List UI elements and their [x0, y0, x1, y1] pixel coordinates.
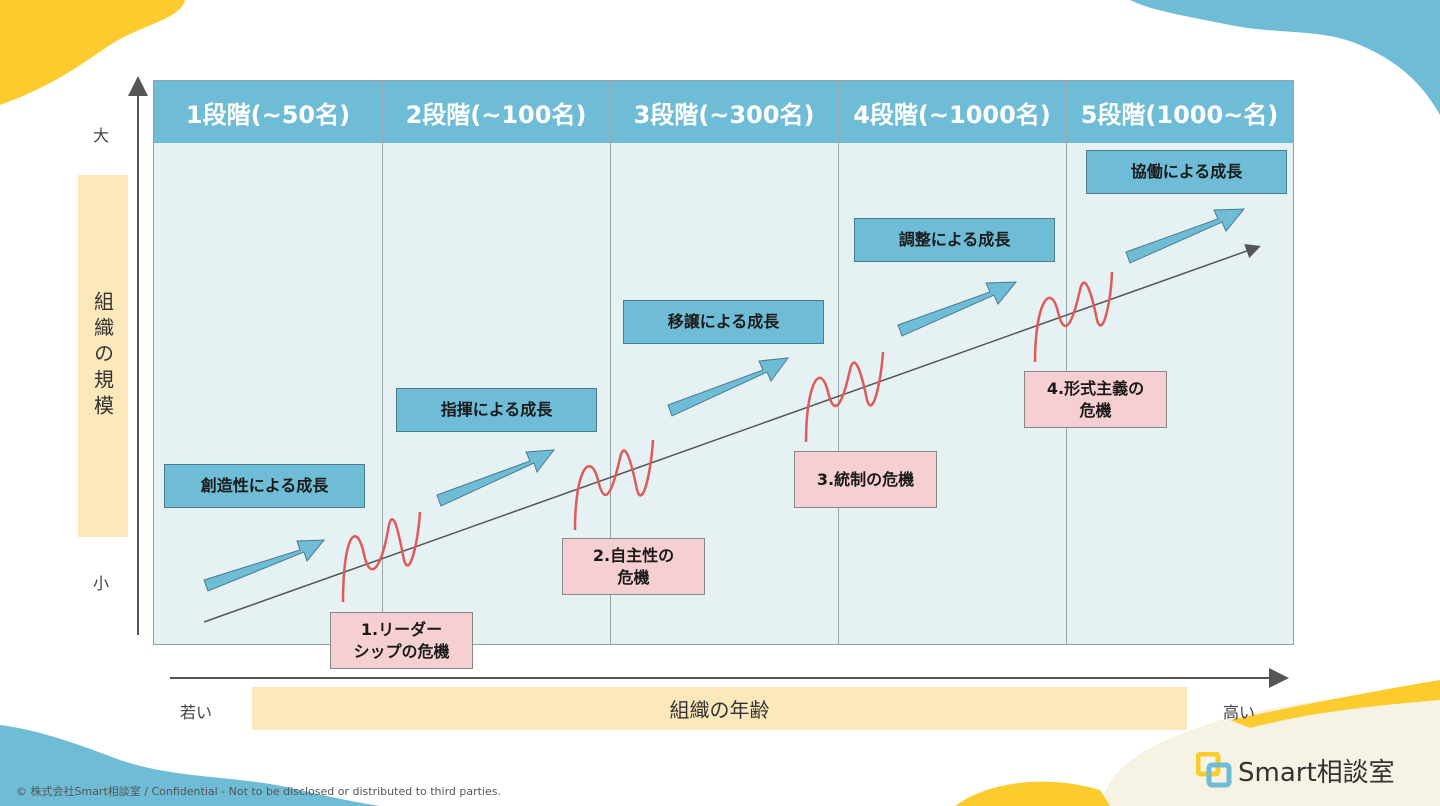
crisis-label-1: 1.リーダー シップの危機: [330, 612, 473, 669]
growth-arrow-3: [667, 357, 790, 417]
stage-header-2: 2段階(~100名): [382, 81, 610, 143]
logo-text: Smart相談室: [1238, 757, 1395, 788]
brand-logo: Smart相談室: [1196, 750, 1395, 790]
growth-arrow-5: [1125, 208, 1246, 264]
blue-blob-bottom-left: [0, 725, 380, 806]
crisis-label-3: 3.統制の危機: [794, 451, 937, 508]
x-axis-high-label: 高い: [1223, 703, 1256, 722]
growth-label-3: 移譲による成長: [623, 300, 824, 344]
x-axis-low-label: 若い: [180, 703, 213, 722]
x-axis-band: 組織の年齢: [252, 687, 1187, 730]
growth-label-4: 調整による成長: [854, 218, 1055, 262]
stage-header-3: 3段階(~300名): [610, 81, 838, 143]
yellow-blob-bottom-right: [1230, 680, 1440, 728]
stage-header-1: 1段階(~50名): [154, 81, 382, 143]
yellow-blob-top-left: [0, 0, 185, 105]
crisis-wave-4: [1033, 271, 1114, 363]
stage-header-5: 5段階(1000~名): [1066, 81, 1293, 143]
copyright-footer: © 株式会社Smart相談室 / Confidential - Not to b…: [16, 785, 501, 798]
cream-blob-bottom-right: [1100, 696, 1440, 806]
growth-arrow-4: [897, 281, 1018, 337]
growth-arrow-2: [436, 449, 556, 507]
stage-divider: [610, 81, 611, 644]
crisis-wave-3: [804, 351, 885, 443]
y-axis-band: 組織の規模: [78, 175, 128, 537]
growth-label-5: 協働による成長: [1086, 150, 1287, 194]
growth-arrow-1: [203, 539, 326, 592]
blue-blob-top-right: [1130, 0, 1440, 115]
y-axis-high-label: 大: [93, 126, 110, 145]
crisis-label-4: 4.形式主義の 危機: [1024, 371, 1167, 428]
crisis-label-2: 2.自主性の 危機: [562, 538, 705, 595]
crisis-wave-1: [341, 511, 422, 603]
growth-label-2: 指揮による成長: [396, 388, 597, 432]
y-axis-low-label: 小: [93, 574, 110, 593]
crisis-wave-2: [573, 439, 655, 531]
stage-divider: [1066, 81, 1067, 644]
x-axis-title: 組織の年齢: [669, 698, 770, 722]
y-axis-title: 組織の規模: [90, 291, 115, 421]
stage-header-4: 4段階(~1000名): [838, 81, 1066, 143]
stage-divider: [382, 81, 383, 644]
stage-grid: 1段階(~50名) 2段階(~100名) 3段階(~300名) 4段階(~100…: [153, 80, 1294, 645]
growth-label-1: 創造性による成長: [164, 464, 365, 508]
stage-divider: [838, 81, 839, 644]
logo-icon: [1196, 752, 1232, 788]
yellow-blob-bottom-mid: [955, 781, 1110, 806]
